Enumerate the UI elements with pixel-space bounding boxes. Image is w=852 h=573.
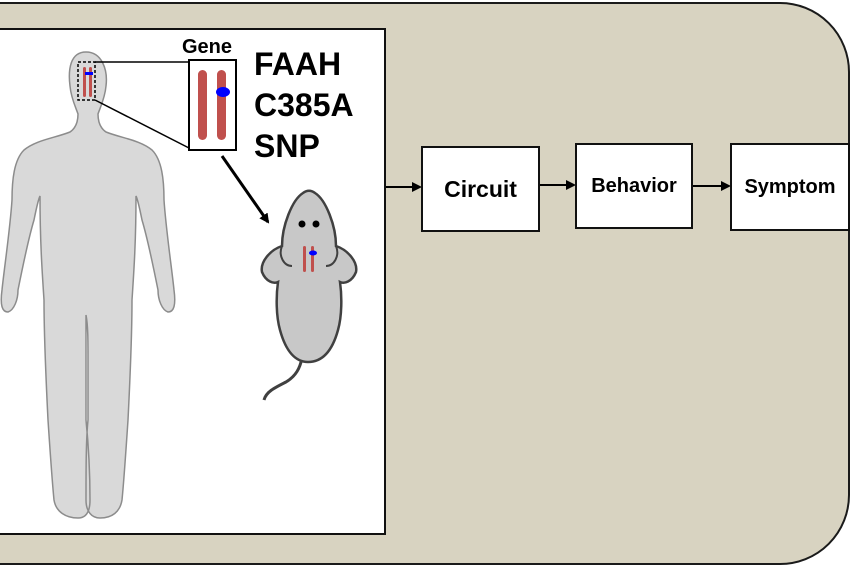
snp-label-line-2: C385A bbox=[254, 87, 354, 123]
snp-label-line-1: FAAH bbox=[254, 46, 342, 82]
gene-to-mouse-arrow bbox=[220, 155, 270, 224]
gene-label: Gene bbox=[182, 36, 233, 58]
chromosome-icon bbox=[188, 59, 237, 151]
mouse-icon bbox=[260, 189, 358, 401]
behavior-box: Behavior bbox=[575, 143, 693, 229]
symptom-box: Symptom bbox=[730, 143, 850, 231]
zoom-line-bottom bbox=[94, 99, 190, 149]
snp-label-line-3: SNP bbox=[254, 128, 320, 164]
circuit-box: Circuit bbox=[421, 146, 540, 232]
snp-label: FAAH C385A SNP bbox=[254, 44, 354, 167]
head-selection bbox=[77, 61, 96, 101]
human-silhouette-icon bbox=[0, 51, 176, 519]
